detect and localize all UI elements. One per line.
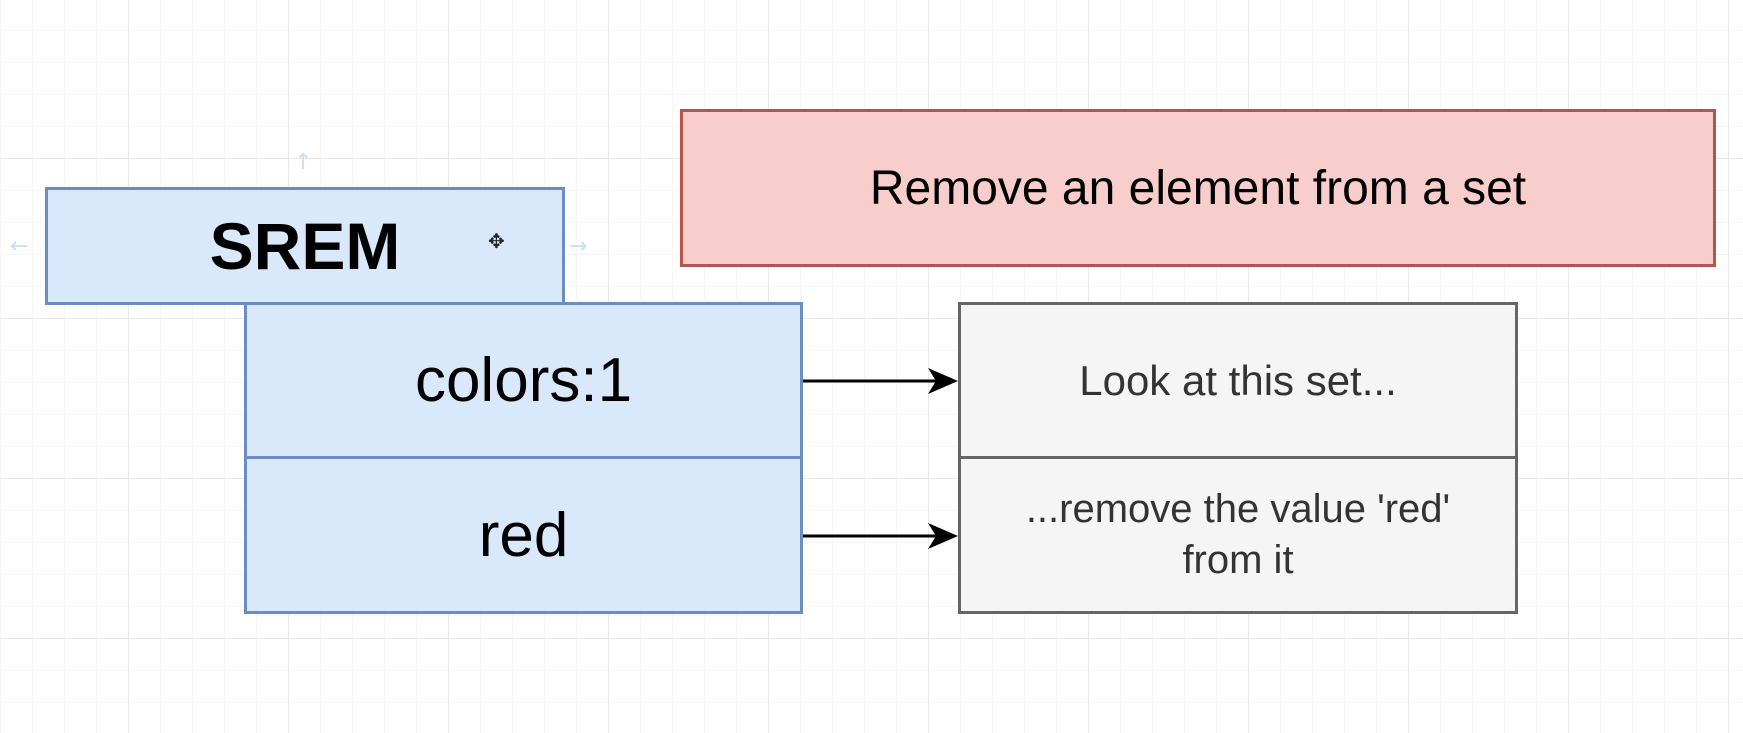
title-box[interactable]: Remove an element from a set — [680, 109, 1716, 267]
arrow-up-icon[interactable]: ↑ — [294, 150, 313, 175]
key-box[interactable]: colors:1 — [244, 302, 803, 459]
note-key-label: Look at this set... — [1079, 356, 1397, 404]
key-label: colors:1 — [414, 346, 633, 415]
arrow-left-icon[interactable]: ← — [10, 234, 29, 259]
arrow-key-to-note — [802, 368, 958, 394]
command-box[interactable]: SREM — [45, 187, 565, 305]
member-label: red — [478, 500, 569, 570]
arrow-member-to-note — [802, 523, 958, 549]
note-member-box[interactable]: ...remove the value 'red' from it — [958, 456, 1518, 614]
member-box[interactable]: red — [244, 456, 803, 614]
arrow-right-icon[interactable]: → — [569, 234, 588, 259]
note-member-label: ...remove the value 'red' from it — [1025, 486, 1451, 582]
note-key-box[interactable]: Look at this set... — [958, 302, 1518, 459]
title-label: Remove an element from a set — [869, 161, 1527, 215]
command-label: SREM — [209, 209, 401, 283]
move-cursor-icon: ✥ — [488, 229, 505, 253]
